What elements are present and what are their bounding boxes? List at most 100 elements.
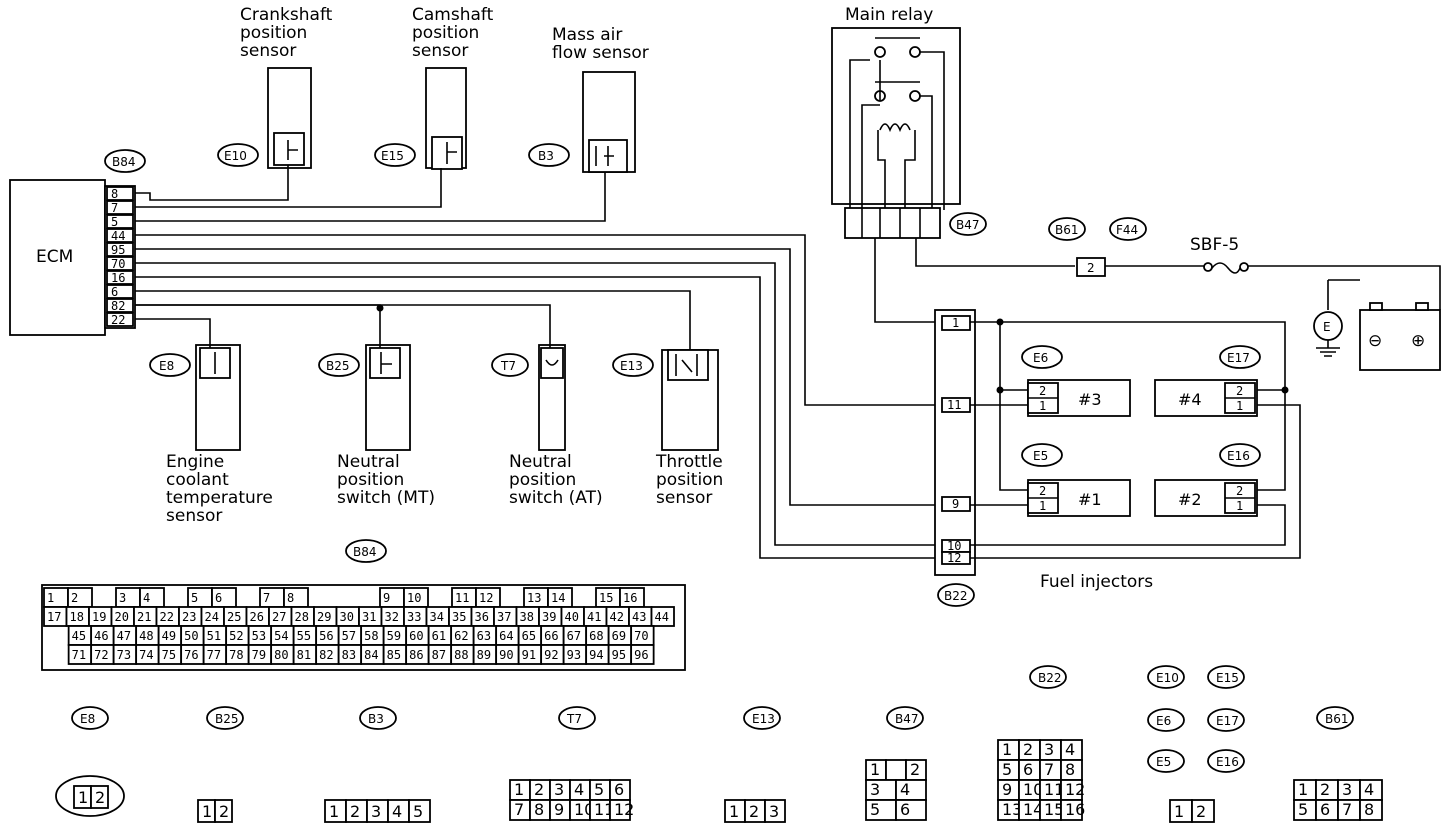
tag-E16 (1207, 749, 1245, 773)
b84-pin-64: 64 (499, 629, 513, 643)
b84-pin-22: 22 (160, 610, 174, 624)
b84-pin-31: 31 (362, 610, 376, 624)
tag-E17 (1207, 708, 1245, 732)
injector-1-pin-1: 1 (1039, 499, 1046, 513)
b84-face-label: B84 (353, 545, 377, 559)
b84-pin-71: 71 (72, 648, 86, 662)
b22-pin-9: 9 (952, 497, 959, 511)
ecm-pin-box (106, 312, 134, 327)
injector-4: E17 2 1 #4 (1154, 345, 1261, 417)
b84-pin-30: 30 (340, 610, 354, 624)
injector-4-connector: E17 (1227, 351, 1250, 365)
b84-pin-47: 47 (117, 629, 131, 643)
cell-B22b-7: 7 (1044, 760, 1054, 779)
sensor-maf: Mass air flow sensor B3 (528, 25, 649, 173)
b84-pin-82: 82 (319, 648, 333, 662)
injector-3-name: #3 (1078, 390, 1102, 409)
b84-pin-69: 69 (612, 629, 626, 643)
injector-3-pin-1: 1 (1039, 399, 1046, 413)
b22-pin-12: 12 (947, 551, 961, 565)
relay-connector: B47 (956, 218, 980, 232)
cell-B22a-3: 3 (1044, 740, 1054, 759)
tps-label-3: sensor (656, 488, 712, 508)
cell-T7a-1: 1 (514, 780, 524, 799)
b84-pin-50: 50 (184, 629, 198, 643)
b84-pin-12: 12 (479, 591, 493, 605)
cell-T7b-7: 7 (514, 800, 524, 819)
tag-E5 (1147, 749, 1185, 773)
cell-B22d-16: 16 (1065, 800, 1085, 819)
b84-pin-72: 72 (94, 648, 108, 662)
b84-pin-44: 44 (655, 610, 669, 624)
ect-label-2: coolant (166, 470, 229, 490)
b84-pin-80: 80 (274, 648, 288, 662)
ecm-pin-box (106, 298, 134, 313)
cell-B25-1: 1 (202, 802, 212, 821)
cell-B61a-2: 2 (1320, 780, 1330, 799)
cell-E13-1: 1 (729, 802, 739, 821)
b84-pin-91: 91 (522, 648, 536, 662)
b84-pin-8: 8 (287, 591, 294, 605)
b84-pin-66: 66 (544, 629, 558, 643)
cell-E13-3: 3 (769, 802, 779, 821)
b84-pin-73: 73 (117, 648, 131, 662)
injector-2-connector: E16 (1227, 449, 1250, 463)
maf-label-2: flow sensor (552, 43, 649, 63)
cell-B22c-12: 12 (1065, 780, 1085, 799)
cell-E16 (1191, 799, 1215, 823)
b84-pin-60: 60 (409, 629, 423, 643)
maf-label-1: Mass air (552, 25, 622, 45)
cell-B22b-5: 5 (1002, 760, 1012, 779)
tag-E8 (71, 706, 109, 730)
b84-pin-49: 49 (162, 629, 176, 643)
tag-B3 (359, 706, 397, 730)
b84-pin-77: 77 (207, 648, 221, 662)
relay-label: Main relay (845, 5, 933, 25)
ect-label-4: sensor (166, 506, 222, 526)
b84-pin-16: 16 (623, 591, 637, 605)
cell-B22a-1: 1 (1002, 740, 1012, 759)
cell-E13-2: 2 (749, 802, 759, 821)
b84-pin-74: 74 (139, 648, 153, 662)
b84-pin-45: 45 (72, 629, 86, 643)
tag-label-E13: E13 (752, 712, 775, 726)
b84-pin-58: 58 (364, 629, 378, 643)
b84-pin (630, 644, 655, 665)
injector-4-name: #4 (1178, 390, 1202, 409)
injector-2-name: #2 (1178, 490, 1202, 509)
tag-label-B25: B25 (215, 712, 239, 726)
npsmt-label-2: position (337, 470, 404, 490)
tag-E13 (743, 706, 781, 730)
fuse-connector-b61: B61 (1055, 223, 1079, 237)
tag-label-E8: E8 (80, 712, 95, 726)
tag-E15 (1207, 665, 1245, 689)
b84-pin-32: 32 (385, 610, 399, 624)
b84-pin-7: 7 (263, 591, 270, 605)
b84-pin-38: 38 (520, 610, 534, 624)
b84-pin-10: 10 (407, 591, 421, 605)
b84-pin-59: 59 (387, 629, 401, 643)
injector-1-name: #1 (1078, 490, 1102, 509)
tag-label-B3: B3 (368, 712, 384, 726)
npsat-label-1: Neutral (509, 452, 572, 472)
b84-pin (650, 606, 675, 627)
cell-B61a-3: 3 (1342, 780, 1352, 799)
sensor-camshaft: Camshaft position sensor E15 (374, 5, 494, 170)
tag-B22 (1029, 665, 1067, 689)
cell-B3 (408, 799, 431, 823)
ecm-pin-95: 95 (111, 243, 125, 257)
b84-pin-19: 19 (92, 610, 106, 624)
cam-label-3: sensor (412, 41, 468, 61)
relay-pins (861, 208, 921, 238)
b84-pin-25: 25 (227, 610, 241, 624)
ecm-pin-16: 16 (111, 271, 125, 285)
cell-T7b-12: 12 (614, 800, 634, 819)
cell-B25 (214, 799, 233, 823)
b84-pin-94: 94 (589, 648, 603, 662)
cell-B22a-4: 4 (1065, 740, 1075, 759)
npsat-label-2: position (509, 470, 576, 490)
tag-B61 (1316, 706, 1354, 730)
injector-1-pin-2: 2 (1039, 484, 1046, 498)
